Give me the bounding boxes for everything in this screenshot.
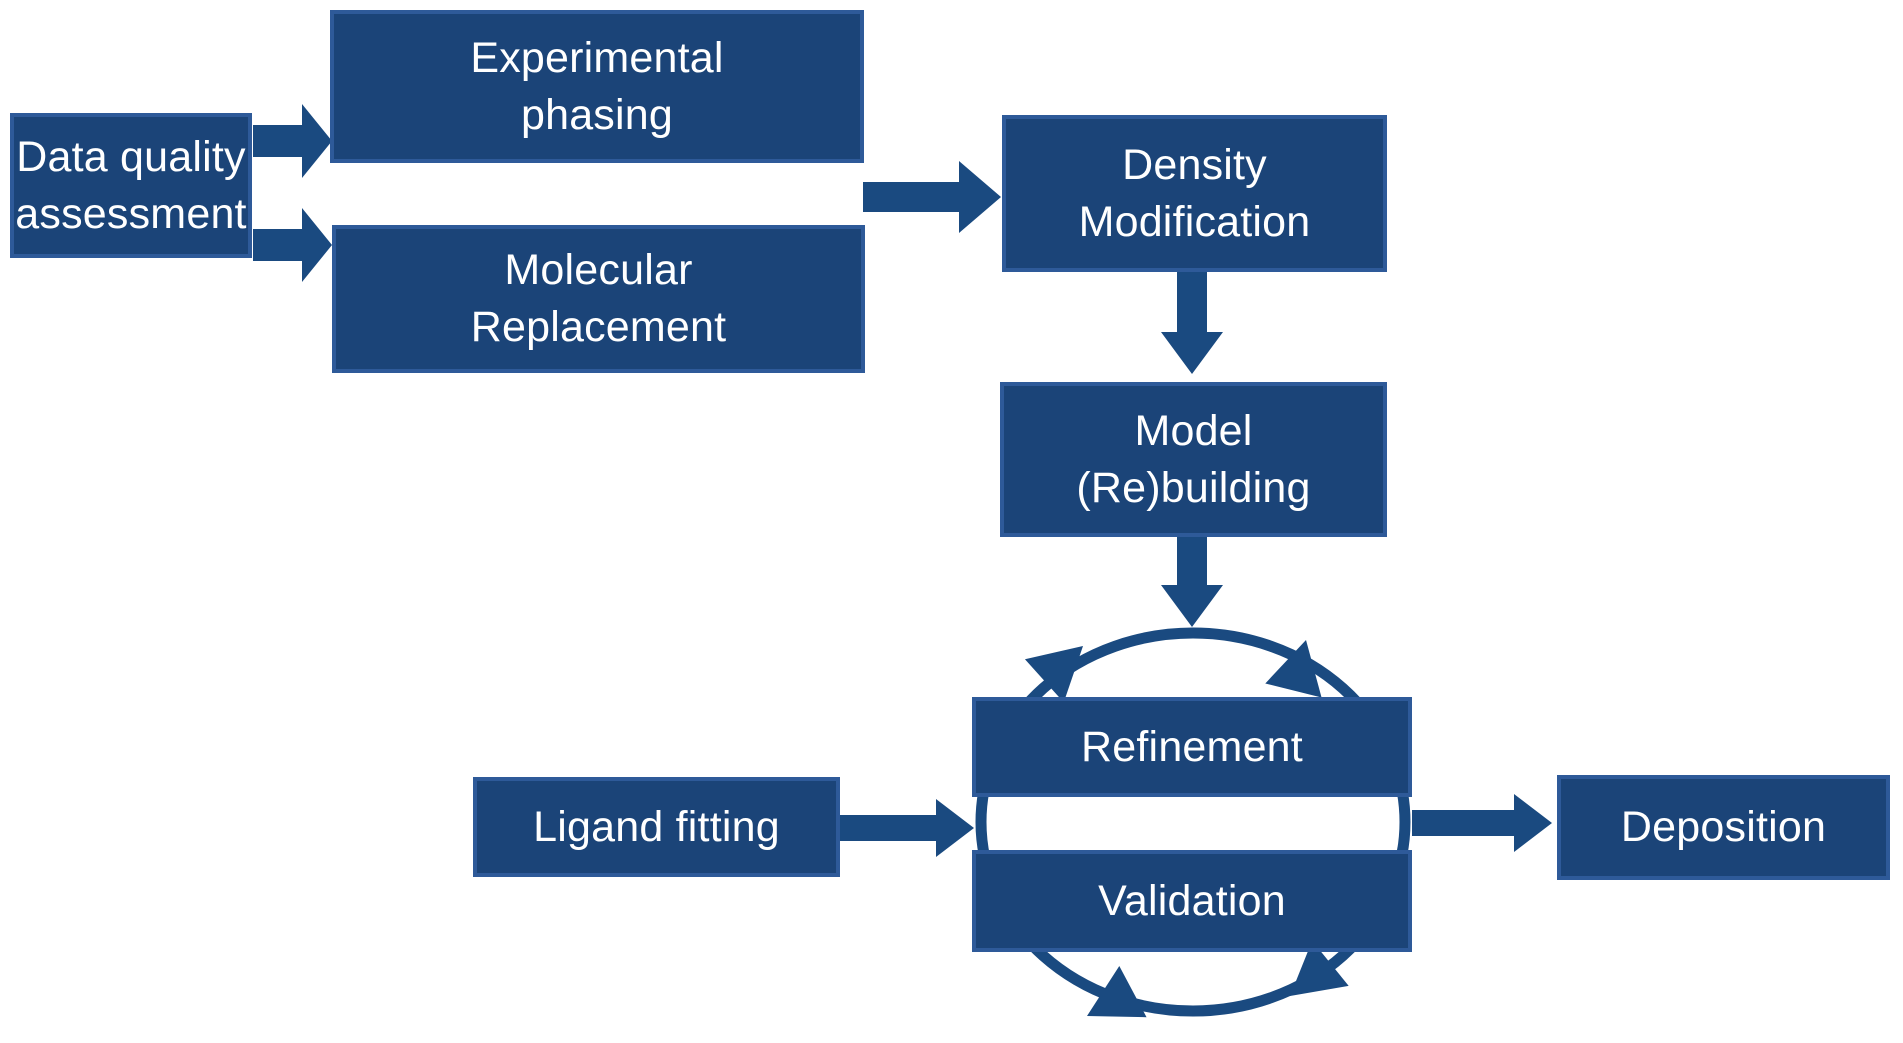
node-model-rebuilding: Model (Re)building bbox=[1000, 382, 1387, 537]
node-label: Data quality assessment bbox=[15, 132, 247, 238]
node-label: Model (Re)building bbox=[1076, 406, 1311, 512]
node-label: Ligand fitting bbox=[533, 802, 780, 851]
node-ligand-fitting: Ligand fitting bbox=[473, 777, 840, 877]
node-label: Validation bbox=[1098, 876, 1286, 925]
cycle-arrowhead-top-left bbox=[1024, 646, 1083, 703]
node-density-modification: Density Modification bbox=[1002, 115, 1387, 272]
node-validation: Validation bbox=[972, 850, 1412, 952]
arrow-data-quality-to-molecular-replacement bbox=[253, 208, 332, 282]
cycle-arrowheads bbox=[1024, 640, 1349, 1018]
arrow-model-rebuilding-to-cycle bbox=[1161, 537, 1223, 627]
node-data-quality-assessment: Data quality assessment bbox=[10, 113, 252, 258]
refinement-validation-cycle-ring bbox=[975, 627, 1411, 1017]
arrow-data-quality-to-experimental-phasing bbox=[253, 104, 332, 178]
node-label: Density Modification bbox=[1078, 140, 1311, 246]
arrow-ligand-fitting-to-cycle bbox=[840, 799, 974, 857]
node-label: Molecular Replacement bbox=[470, 246, 727, 351]
node-label: Deposition bbox=[1620, 803, 1827, 852]
cycle-arrowhead-top-right bbox=[1265, 640, 1322, 698]
node-refinement: Refinement bbox=[972, 697, 1412, 797]
node-label: Experimental phasing bbox=[470, 33, 724, 139]
arrow-cycle-to-deposition bbox=[1412, 794, 1552, 852]
cycle-arrowhead-bottom-right bbox=[1290, 940, 1349, 996]
node-label: Refinement bbox=[1081, 722, 1303, 771]
node-experimental-phasing: Experimental phasing bbox=[330, 10, 864, 163]
node-molecular-replacement: Molecular Replacement bbox=[332, 225, 865, 373]
node-deposition: Deposition bbox=[1557, 775, 1890, 880]
arrow-density-modification-to-model-rebuilding bbox=[1161, 272, 1223, 374]
cycle-arrowhead-bottom-left bbox=[1087, 965, 1147, 1018]
arrow-phasing-to-density-modification bbox=[863, 161, 1001, 233]
